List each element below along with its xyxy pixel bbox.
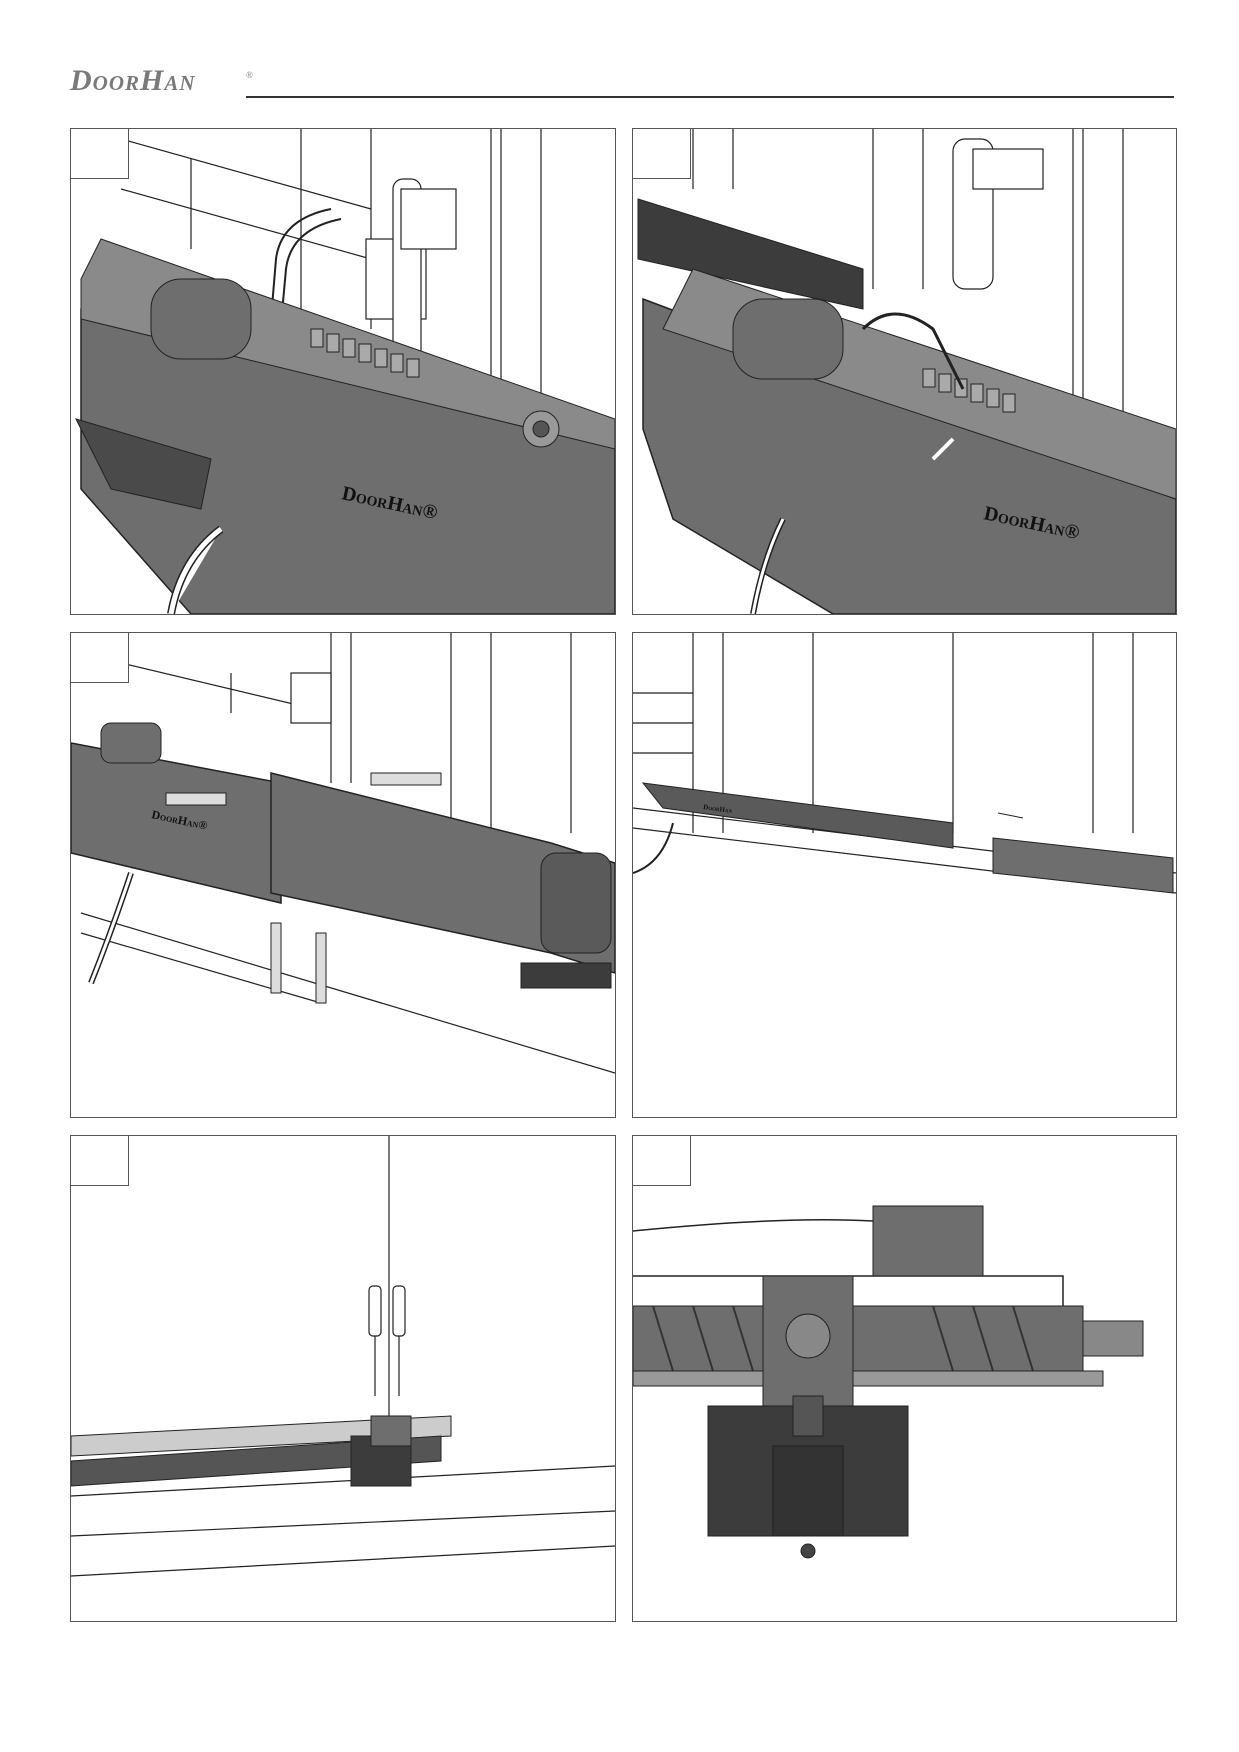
figure-5-number-box	[71, 1136, 129, 1186]
figure-2: DoorHan®	[632, 128, 1177, 615]
figure-4-illustration: DoorHan	[633, 633, 1176, 894]
figure-1-illustration: DoorHan®	[75, 129, 615, 614]
figure-2-illustration: DoorHan®	[637, 129, 1176, 614]
registered-mark: ®	[246, 70, 253, 80]
figure-6-illustration	[633, 1205, 1144, 1559]
brand-name: DoorHan	[70, 64, 196, 97]
figure-6-number-box	[633, 1136, 691, 1186]
figure-5	[70, 1135, 616, 1622]
header-rule	[246, 96, 1174, 98]
figure-3-number-box	[71, 633, 129, 683]
figure-5-illustration	[71, 1136, 615, 1577]
figure-6	[632, 1135, 1177, 1622]
figure-4: DoorHan	[632, 632, 1177, 1118]
figure-3-illustration: DoorHan®	[71, 633, 615, 1074]
figure-1: DoorHan®	[70, 128, 616, 615]
figure-1-number-box	[71, 129, 129, 179]
figure-2-number-box	[633, 129, 691, 179]
brand-logo: DoorHan	[70, 64, 196, 100]
figure-3: DoorHan®	[70, 632, 616, 1118]
